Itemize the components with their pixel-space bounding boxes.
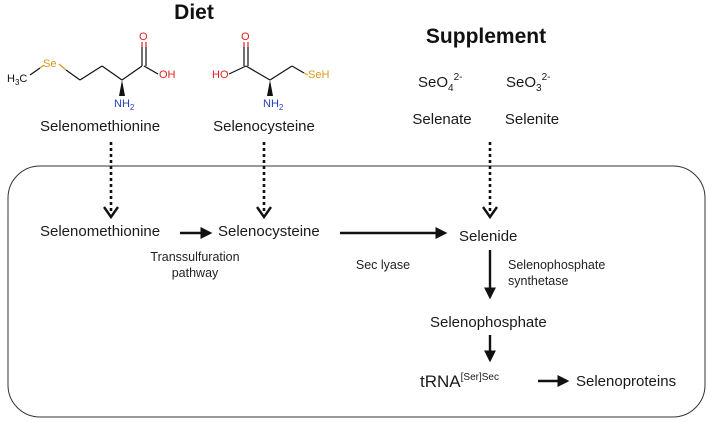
cell-boundary [7,165,706,418]
arrowhead [103,206,119,220]
diet-selenocysteine-label: Selenocysteine [213,118,315,135]
diet-heading: Diet [174,1,214,24]
selenate-label: Selenate [412,111,471,128]
pathway-selenomethionine: Selenomethionine [40,223,160,240]
wedge-bond [119,80,125,96]
transsulfuration-label-line2: pathway [172,266,219,280]
synthetase-label-line1: Selenophosphate [508,258,605,272]
arrowhead [256,206,272,220]
supplement-heading: Supplement [426,25,546,48]
synthetase-label-line2: synthetase [508,274,569,288]
hydroxyl-group: HO [212,69,229,81]
amino-group: NH2 [263,98,284,112]
selenol-group: SeH [308,69,329,81]
pathway-selenide: Selenide [459,228,517,245]
selenite-label: Selenite [505,111,559,128]
methyl-group: H3C [7,73,27,87]
selenate-formula: SeO42- [418,72,462,94]
amino-group: NH2 [114,98,135,112]
selenocysteine-structure: HO O SeH NH2 [212,31,329,112]
hydroxyl-group: OH [159,69,176,81]
pathway-trna: tRNA[Ser]Sec [420,372,499,391]
diet-selenomethionine-label: Selenomethionine [40,118,160,135]
carbonyl-oxygen: O [139,31,148,43]
pathway-selenocysteine: Selenocysteine [218,223,320,240]
sec-lyase-label: Sec lyase [356,258,410,272]
selenite-formula: SeO32- [506,72,550,94]
wedge-bond [267,80,273,96]
arrowhead [482,206,498,220]
carbonyl-oxygen: O [241,31,250,43]
selenomethionine-structure: H3C Se O OH NH2 [7,31,176,112]
transsulfuration-label-line1: Transsulfuration [150,250,239,264]
pathway-selenophosphate: Selenophosphate [430,314,547,331]
pathway-selenoproteins: Selenoproteins [576,373,676,390]
selenium-atom: Se [43,58,56,70]
